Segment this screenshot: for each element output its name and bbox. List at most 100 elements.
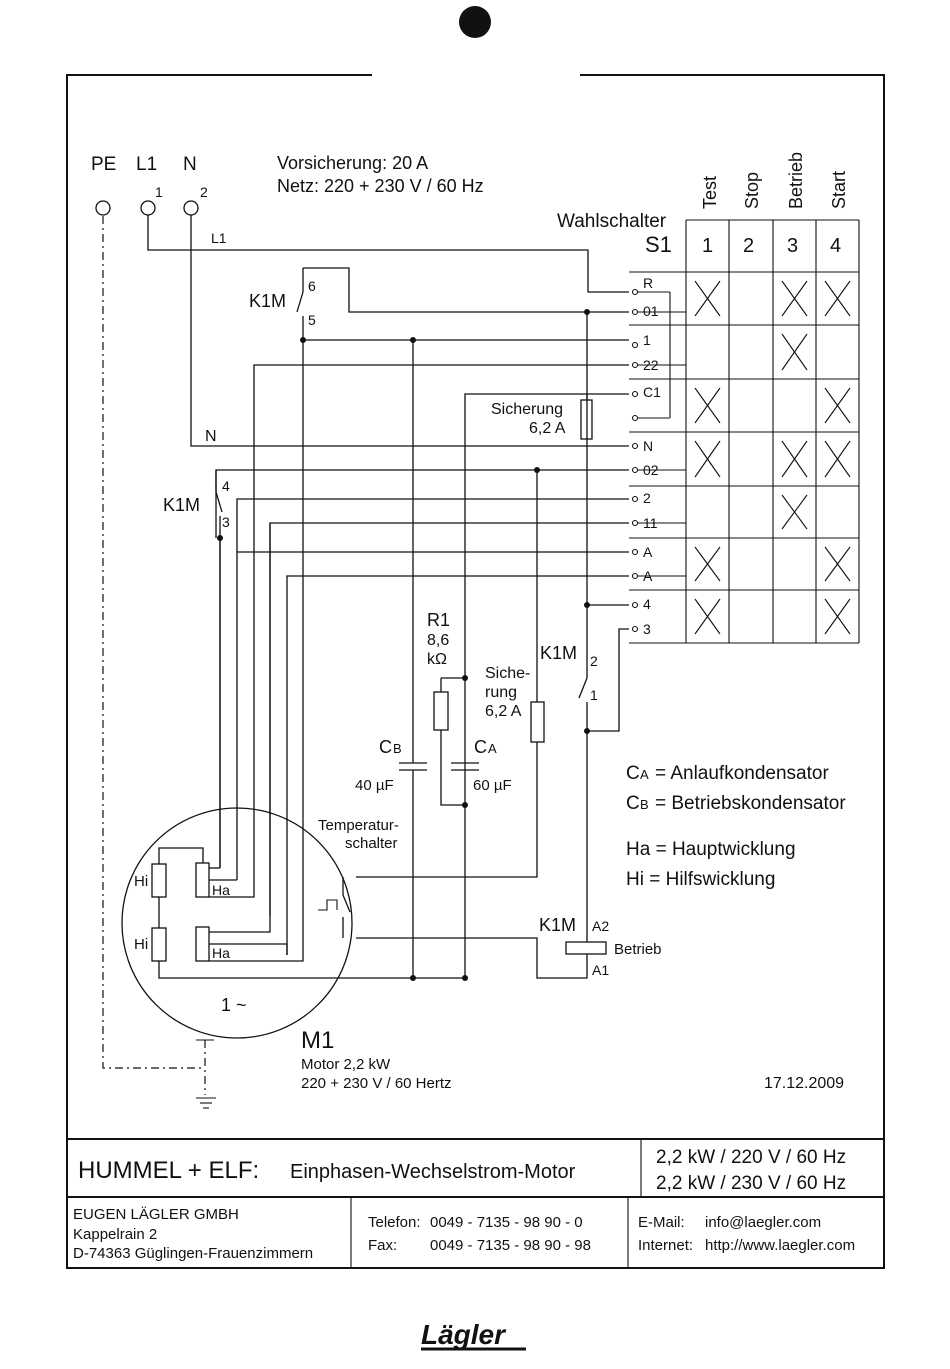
legend-cb-symbol: C <box>626 793 640 814</box>
k1m-label: K1M <box>163 495 200 515</box>
legend-ca-sub: A <box>640 767 649 782</box>
wire-l1 <box>147 215 629 293</box>
resistor-r1-unit: kΩ <box>427 651 447 668</box>
legend-hi: Hi = Hilfswicklung <box>626 869 775 890</box>
terminal-n <box>183 200 199 216</box>
wire-02 <box>215 469 629 538</box>
selector-contact-label: A <box>643 568 653 584</box>
wire-1 <box>302 316 629 341</box>
motor-internal-wire <box>209 943 288 955</box>
selector-mark <box>824 387 851 424</box>
selector-mark <box>781 494 808 530</box>
k1m-coil-pin: A2 <box>592 918 609 934</box>
selector-column-betrieb: Betrieb <box>786 152 806 209</box>
selector-mark <box>824 598 851 635</box>
k1m-pin-label: 1 <box>590 687 598 703</box>
winding-hi-label: Hi <box>134 936 148 953</box>
k1m-pin-label: 2 <box>590 653 598 669</box>
company-name: EUGEN LÄGLER GMBH <box>73 1206 239 1223</box>
resistor-r1 <box>433 691 449 731</box>
selector-mark <box>694 598 721 635</box>
fuse1-value: 6,2 A <box>529 420 566 437</box>
fuse1-label: Sicherung <box>491 401 563 418</box>
selector-number: 4 <box>830 235 841 257</box>
selector-column-test: Test <box>700 176 720 209</box>
legend-ca-text: = Anlaufkondensator <box>655 763 829 784</box>
selector-mark <box>781 280 808 317</box>
fuse2-label: rung <box>485 684 517 701</box>
k1m-pin-label: 3 <box>222 514 230 530</box>
motor-internal-wire <box>209 877 255 898</box>
temperature-switch-icon <box>318 899 338 911</box>
selector-s1-label: S1 <box>645 232 672 257</box>
selector-contact-label: N <box>643 438 653 454</box>
wire-r1 <box>440 730 465 806</box>
selector-mark <box>781 333 808 371</box>
wire-2 <box>236 498 629 538</box>
motor-phase: 1 ~ <box>221 995 247 1015</box>
selector-contact-label: 4 <box>643 596 651 612</box>
rating-230: 2,2 kW / 230 V / 60 Hz <box>656 1173 846 1194</box>
terminal-l1 <box>140 200 156 216</box>
k1m-coil-function: Betrieb <box>614 941 662 958</box>
selector-contact-label: 11 <box>643 515 658 531</box>
selector-contact-label: 02 <box>643 462 659 478</box>
k1m-label: K1M <box>249 291 286 311</box>
wire-a1 <box>236 551 629 868</box>
fuse2-value: 6,2 A <box>485 703 522 720</box>
motor-m1 <box>121 807 353 1039</box>
k1m-pin-label: 5 <box>308 312 316 328</box>
motor-name: M1 <box>301 1027 334 1054</box>
wire-temp <box>356 742 538 878</box>
selector-contact-label: 2 <box>643 490 651 506</box>
temp-switch-label: schalter <box>345 835 398 852</box>
wire-n <box>190 215 629 447</box>
punch-hole-icon <box>459 6 491 38</box>
k1m-contact-65 <box>296 291 304 313</box>
fax-label: Fax: <box>368 1237 397 1254</box>
k1m-contact-21 <box>578 677 588 699</box>
capacitor-ca-value: 60 µF <box>473 777 512 794</box>
legend-ca-symbol: C <box>626 763 640 784</box>
supply-net-text: Netz: 220 + 230 V / 60 Hz <box>277 176 484 196</box>
phone-label: Telefon: <box>368 1214 421 1231</box>
k1m-coil-label: K1M <box>539 915 576 935</box>
wire-coil <box>356 937 588 979</box>
selector-number: 2 <box>743 235 754 257</box>
resistor-r1-value: 8,6 <box>427 632 449 649</box>
winding-ha-1 <box>195 862 210 898</box>
motor-internal-wire <box>158 847 204 864</box>
terminal-pe-label: PE <box>91 154 116 175</box>
selector-contacts <box>631 288 686 633</box>
fuse-sicherung-2 <box>530 701 545 743</box>
selector-contact-label: 22 <box>643 357 659 373</box>
selector-mark <box>694 280 721 317</box>
capacitor-cb-value: 40 µF <box>355 777 394 794</box>
selector-contact-label: C1 <box>643 384 661 400</box>
fax-number: 0049 - 7135 - 98 90 - 98 <box>430 1237 591 1254</box>
terminal-number: 2 <box>200 184 208 200</box>
k1m-coil <box>565 941 607 955</box>
winding-hi-2 <box>151 927 167 962</box>
selector-column-start: Start <box>829 171 849 209</box>
k1m-label: K1M <box>540 643 577 663</box>
motor-internal-wire <box>209 938 304 962</box>
wire-a2 <box>286 575 629 955</box>
selector-contact-label: 1 <box>643 332 651 348</box>
capacitor-ca-sub: A <box>488 741 497 756</box>
motor-internal-wire <box>158 961 465 979</box>
drawing-date: 17.12.2009 <box>764 1075 844 1092</box>
selector-mark <box>824 440 851 478</box>
wire-11 <box>269 522 629 916</box>
temperature-switch <box>342 877 351 938</box>
selector-column-stop: Stop <box>742 172 762 209</box>
winding-hi-1 <box>151 863 167 898</box>
k1m-pin-label: 6 <box>308 278 316 294</box>
selector-title: Wahlschalter <box>557 211 667 232</box>
email-address: info@laegler.com <box>705 1214 821 1231</box>
phone-number: 0049 - 7135 - 98 90 - 0 <box>430 1214 583 1231</box>
selector-contact-label: A <box>643 544 653 560</box>
selector-mark <box>694 440 721 478</box>
selector-mark <box>781 440 808 478</box>
